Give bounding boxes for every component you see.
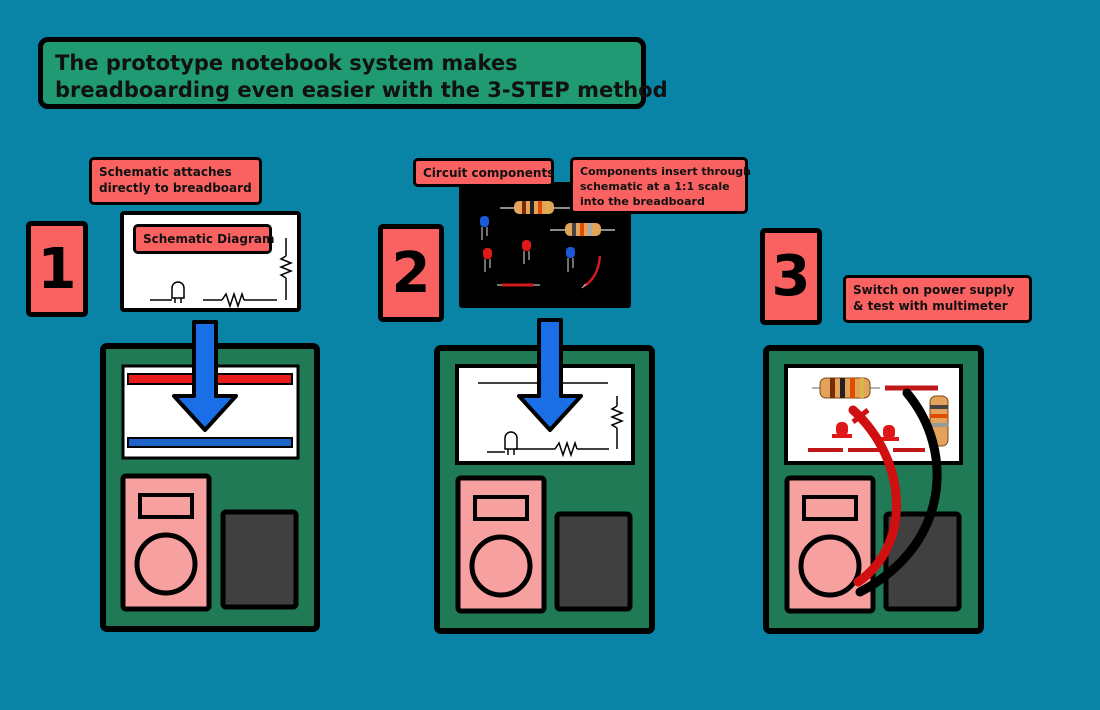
resistor-icon: [500, 201, 572, 214]
led-icon-blue-2: [566, 247, 575, 272]
schematic-drawing-1: [150, 238, 294, 309]
step-2-callout-components: Circuit components: [413, 158, 554, 187]
step-3-callout: Switch on power supply & test with multi…: [843, 275, 1032, 323]
led-icon-blue-1: [480, 216, 489, 240]
resistor-icon-3: [812, 377, 880, 399]
title-line-2: breadboarding even easier with the 3-STE…: [55, 78, 668, 102]
step-1-art: [100, 211, 320, 632]
jumper-wire-icon: [497, 255, 602, 289]
step-number-1: 1: [26, 221, 88, 317]
led-icon-red-3: [832, 422, 852, 438]
step-number-3: 3: [760, 228, 822, 325]
probe-lead-icon-red: [848, 405, 901, 587]
step-number-2: 2: [378, 224, 444, 322]
power-supply-3: [883, 511, 962, 612]
title-line-1: The prototype notebook system makes: [55, 51, 518, 75]
step-2-callout-insert: Components insert through schematic at a…: [570, 157, 751, 214]
step-3-art: [763, 345, 984, 634]
led-icon-red-2: [522, 240, 531, 264]
down-arrow-icon: [172, 320, 238, 432]
power-supply-1: [220, 509, 299, 610]
resistor-icon-2: [550, 223, 615, 236]
power-supply-2: [554, 511, 633, 612]
step-1-callout: Schematic attaches directly to breadboar…: [89, 157, 262, 205]
schematic-diagram-label: Schematic Diagram: [133, 224, 274, 254]
title-banner: The prototype notebook system makes brea…: [38, 37, 668, 109]
step-2-art: [434, 182, 655, 634]
probe-lead-icon-black: [855, 388, 942, 597]
led-icon-red-1: [483, 248, 492, 272]
led-icon-red-4: [879, 425, 899, 441]
down-arrow-icon-2: [517, 318, 583, 432]
